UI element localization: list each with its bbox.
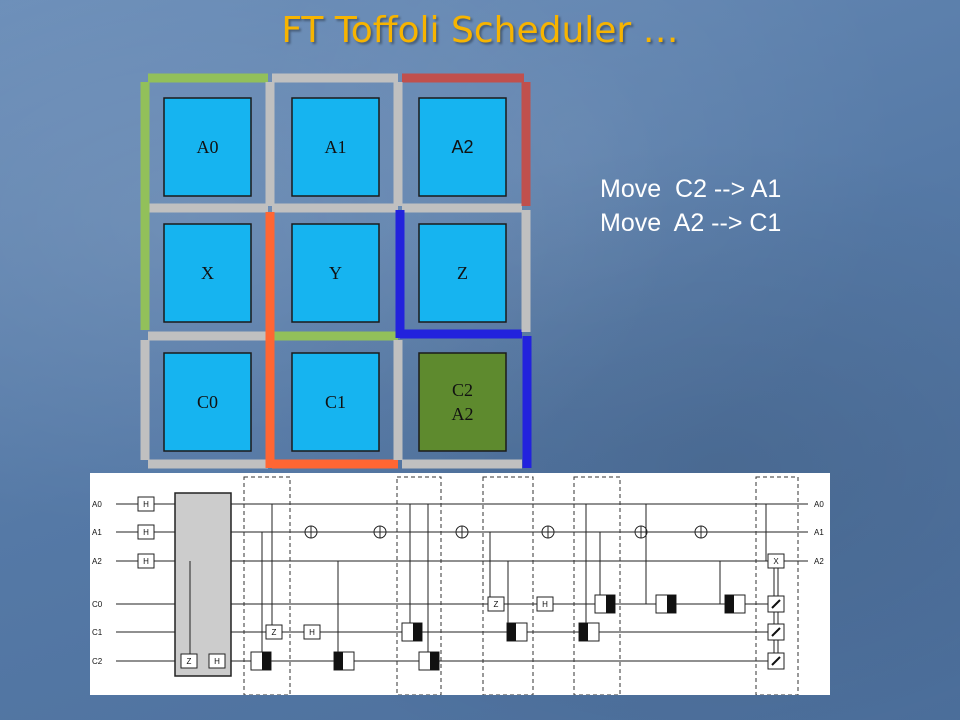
grid-cell-a2: A2 (418, 97, 507, 197)
x-gate-a2: X (767, 553, 785, 569)
z-gate-c2-block: Z (180, 653, 198, 669)
cnot-target-5 (634, 525, 648, 539)
cell-box (163, 223, 252, 323)
cell-box (163, 352, 252, 452)
svg-text:H: H (214, 657, 220, 666)
cell-label: Z (457, 263, 468, 283)
wire-label-a2: A2 (92, 557, 102, 566)
channel-lines (140, 73, 532, 469)
cell-box (163, 97, 252, 197)
cell-box (418, 352, 507, 452)
measure-c2-3 (418, 651, 440, 671)
meter-c1 (767, 623, 785, 641)
encoding-block (174, 492, 232, 677)
h-gate-a2: H (137, 553, 155, 569)
wire-label-c2: C2 (92, 657, 103, 666)
svg-text:X: X (773, 557, 779, 566)
meter-c2 (767, 652, 785, 670)
cell-label: A0 (197, 137, 219, 157)
svg-text:Z: Z (494, 600, 499, 609)
measure-c0-3 (724, 594, 746, 614)
grid-cell-c1: C1 (291, 352, 380, 452)
grid-cell-y: Y (291, 223, 380, 323)
cell-label: C2 (452, 380, 473, 400)
measure-c0-2 (655, 594, 677, 614)
dashed-group-4 (573, 476, 621, 696)
measure-c1-1 (401, 622, 423, 642)
wire-label-right-a2: A2 (814, 557, 824, 566)
wire-label-right-a0: A0 (814, 500, 824, 509)
z-gate-c0: Z (487, 596, 505, 612)
cnot-target-4 (541, 525, 555, 539)
move-list: Move C2 --> A1 Move A2 --> C1 (600, 172, 781, 240)
move-1: Move C2 --> A1 (600, 175, 782, 203)
svg-text:H: H (143, 528, 149, 537)
cnot-target-6 (694, 525, 708, 539)
grid-cell-x: X (163, 223, 252, 323)
cell-label: A2 (451, 137, 473, 157)
meter-c0 (767, 595, 785, 613)
svg-text:H: H (309, 628, 315, 637)
svg-text:Z: Z (187, 657, 192, 666)
wire-label-a1: A1 (92, 528, 102, 537)
z-gate-c1: Z (265, 624, 283, 640)
measure-c1-3 (578, 622, 600, 642)
grid-cell-a1: A1 (291, 97, 380, 197)
grid-cell-a0: A0 (163, 97, 252, 197)
cell-label: C1 (325, 392, 346, 412)
measure-c2-1 (250, 651, 272, 671)
h-gate-c2-block: H (208, 653, 226, 669)
cell-box (291, 352, 380, 452)
cell-label: A2 (452, 404, 474, 424)
cell-box (291, 97, 380, 197)
measure-c1-2 (506, 622, 528, 642)
cell-box (418, 223, 507, 323)
cnot-target-3 (455, 525, 469, 539)
h-gate-c1: H (303, 624, 321, 640)
move-2: Move A2 --> C1 (600, 209, 782, 237)
cnot-target-1 (304, 525, 318, 539)
slide-title: FT Toffoli Scheduler … (281, 10, 679, 51)
cnot-target-2 (373, 525, 387, 539)
wire-label-right-a1: A1 (814, 528, 824, 537)
cell-box (291, 223, 380, 323)
cell-label: A1 (325, 137, 347, 157)
h-gate-c0: H (536, 596, 554, 612)
grid-cell-c0: C0 (163, 352, 252, 452)
svg-text:H: H (143, 500, 149, 509)
svg-text:H: H (143, 557, 149, 566)
cell-label: Y (329, 263, 342, 283)
svg-text:H: H (542, 600, 548, 609)
svg-text:Z: Z (272, 628, 277, 637)
grid-cell-z: Z (418, 223, 507, 323)
h-gate-a0: H (137, 496, 155, 512)
wire-label-c1: C1 (92, 628, 103, 637)
wire-label-a0: A0 (92, 500, 102, 509)
measure-c2-2 (333, 651, 355, 671)
wire-label-c0: C0 (92, 600, 103, 609)
h-gate-a1: H (137, 524, 155, 540)
dashed-group-3 (482, 476, 534, 696)
cell-box (418, 97, 507, 197)
cell-label: X (201, 263, 214, 283)
cell-label: C0 (197, 392, 218, 412)
measure-c0-1 (594, 594, 616, 614)
